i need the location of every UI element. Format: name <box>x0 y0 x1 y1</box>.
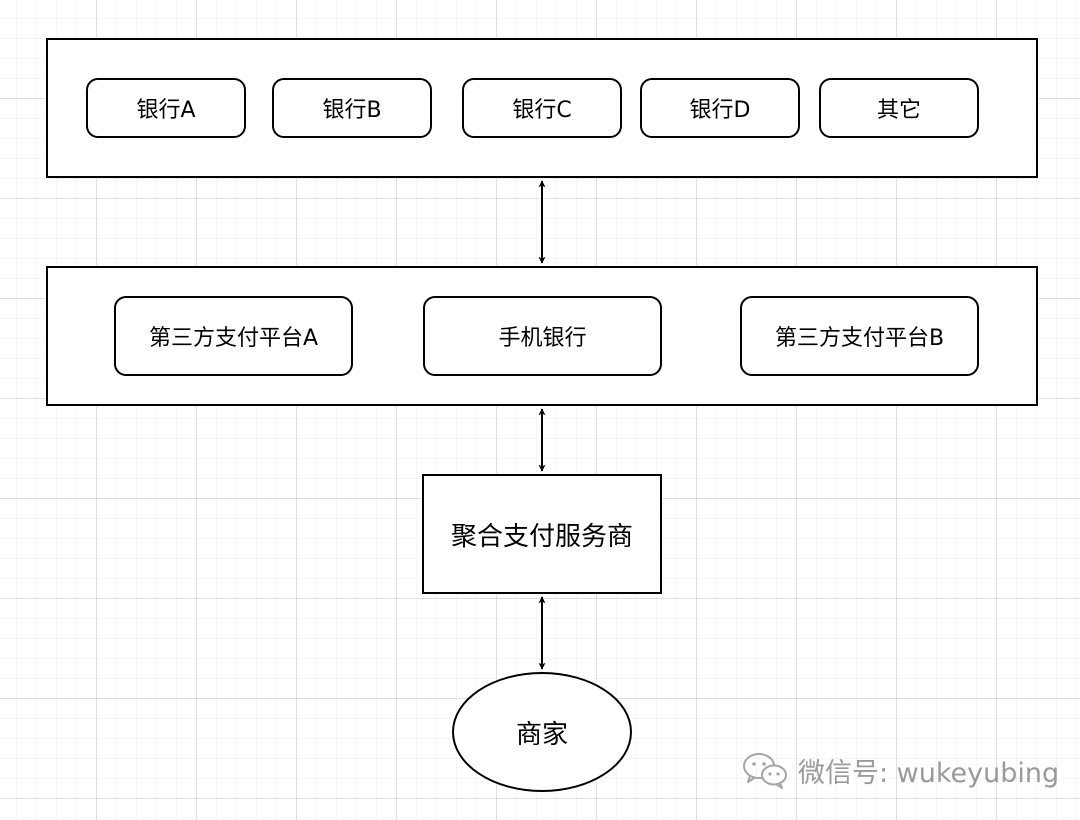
node-aggregator: 聚合支付服务商 <box>422 474 662 594</box>
watermark-text: 微信号: wukeyubing <box>798 757 1060 789</box>
node-other: 其它 <box>819 78 979 138</box>
wechat-icon <box>743 753 787 789</box>
node-bank-b: 银行B <box>272 78 432 138</box>
watermark: 微信号: wukeyubing <box>740 748 1059 792</box>
node-bank-c: 银行C <box>462 78 622 138</box>
node-bank-d: 银行D <box>640 78 800 138</box>
node-mobile-banking: 手机银行 <box>423 296 662 376</box>
node-merchant: 商家 <box>452 672 632 792</box>
node-bank-a: 银行A <box>86 78 246 138</box>
node-third-party-platform-b: 第三方支付平台B <box>740 296 979 376</box>
node-third-party-platform-a: 第三方支付平台A <box>114 296 353 376</box>
